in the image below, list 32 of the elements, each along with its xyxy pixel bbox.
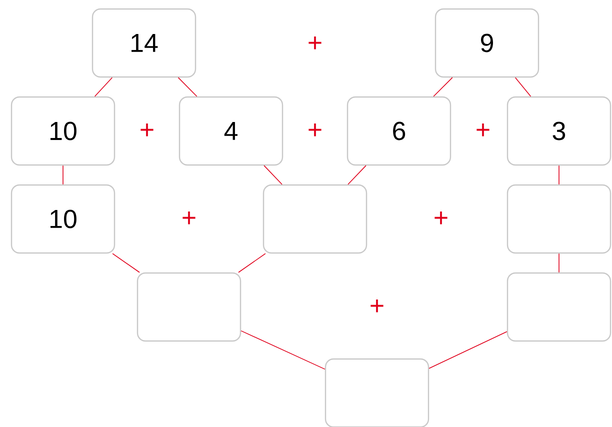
empty-box xyxy=(506,272,612,342)
number-box: 9 xyxy=(434,8,540,78)
number-box: 4 xyxy=(178,96,284,166)
connector-line xyxy=(558,165,560,185)
connector-line xyxy=(62,165,64,185)
connector-line xyxy=(558,253,560,273)
plus-sign: + xyxy=(308,123,322,136)
number-box: 3 xyxy=(506,96,612,166)
connector-line xyxy=(514,77,532,97)
connector-line xyxy=(433,77,453,97)
number-box: 10 xyxy=(10,184,116,254)
plus-sign: + xyxy=(434,211,448,224)
empty-box xyxy=(262,184,368,254)
connector-line xyxy=(94,77,113,97)
connector-line xyxy=(178,77,198,97)
connector-line xyxy=(112,253,140,273)
plus-sign: + xyxy=(476,123,490,136)
number-box: 6 xyxy=(346,96,452,166)
plus-sign: + xyxy=(140,123,154,136)
plus-sign: + xyxy=(370,299,384,312)
empty-box xyxy=(136,272,242,342)
number-box: 14 xyxy=(92,8,196,78)
empty-box xyxy=(324,358,430,427)
number-box: 10 xyxy=(10,96,116,166)
connector-line xyxy=(240,330,326,370)
connector-line xyxy=(238,253,266,273)
connector-line xyxy=(264,165,282,185)
connector-line xyxy=(428,331,508,369)
connector-line xyxy=(348,165,366,185)
empty-box xyxy=(506,184,612,254)
plus-sign: + xyxy=(308,36,322,50)
plus-sign: + xyxy=(182,211,196,224)
